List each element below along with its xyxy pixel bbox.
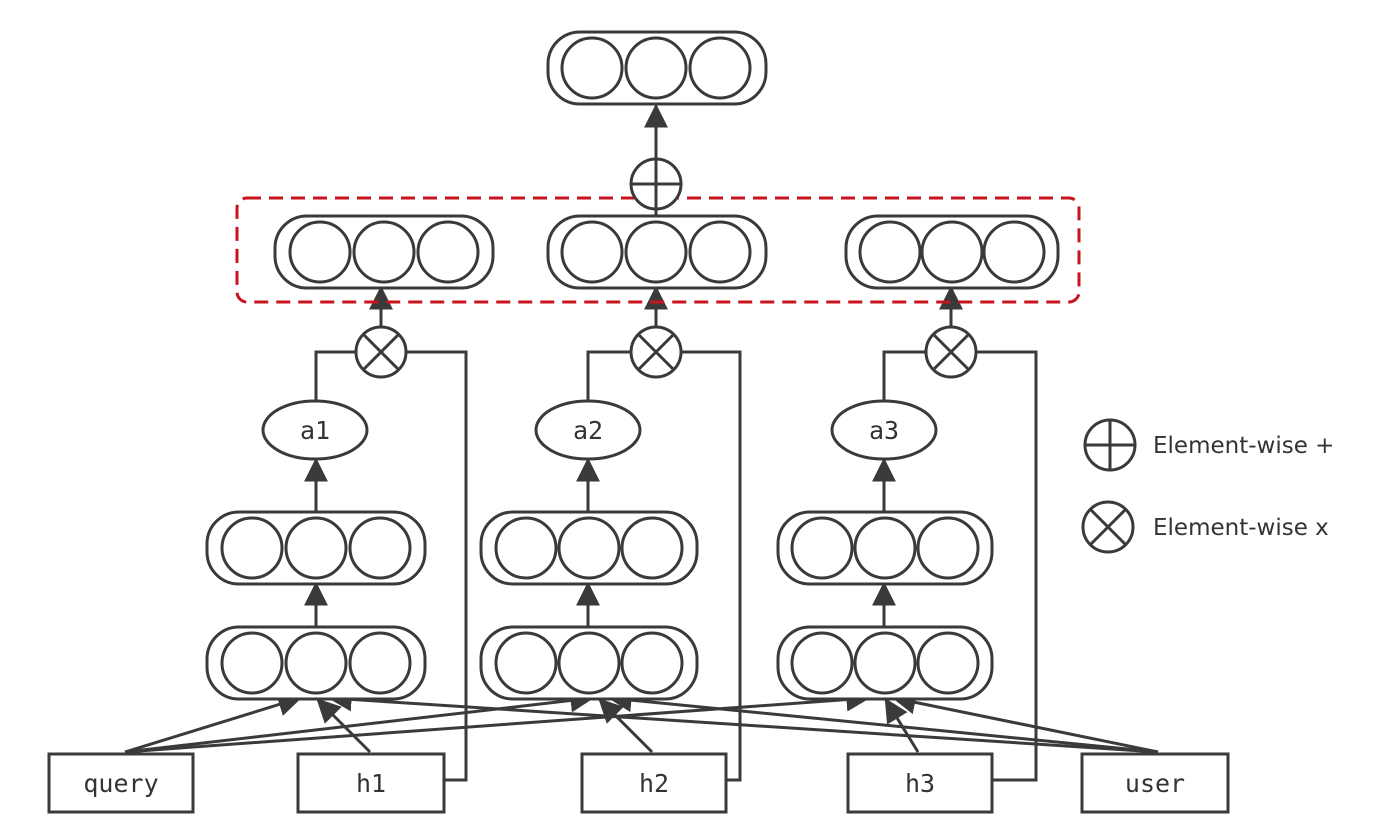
edge-user-to-v2	[607, 688, 1159, 754]
vector-col2-upper	[479, 510, 699, 586]
vector-weighted-2	[546, 214, 768, 290]
column-arrows	[304, 103, 963, 627]
vector-col3-upper	[776, 510, 994, 586]
edge-user-to-v1	[327, 687, 1159, 754]
vector-final-output	[546, 30, 768, 106]
legend-plus-icon	[1083, 418, 1137, 472]
input-label-h1: h1	[356, 769, 386, 798]
element-wise-multiply-node-2	[629, 325, 683, 379]
vector-col3-lower	[776, 625, 994, 701]
edge-h3-to-v3	[884, 697, 920, 753]
edge-a1-to-mul1	[314, 350, 356, 405]
edge-query-to-v1	[124, 692, 303, 754]
edge-a3-to-mul3	[882, 350, 926, 405]
skip-lines	[314, 350, 1038, 782]
input-fan-lines	[124, 687, 1159, 754]
vector-weighted-3	[844, 214, 1060, 290]
attention-node-a1: a1	[261, 399, 369, 461]
edge-query-to-v3	[124, 687, 871, 754]
element-wise-multiply-node-1	[354, 325, 408, 379]
legend-label-plus: Element-wise +	[1153, 433, 1334, 459]
edge-h1-to-v1	[316, 698, 372, 754]
input-label-h3: h3	[905, 769, 935, 798]
weighted-vectors-highlight-box	[235, 196, 1081, 304]
input-label-user: user	[1125, 769, 1185, 798]
vector-col2-lower	[479, 625, 699, 701]
edge-h1-to-mul1	[407, 350, 468, 782]
edge-h2-to-mul2	[682, 350, 742, 782]
input-box-h3: h3	[846, 752, 994, 814]
input-box-user: user	[1080, 752, 1230, 814]
element-wise-sum-node	[629, 157, 683, 211]
vector-col1-upper	[205, 510, 427, 586]
edge-a2-to-mul2	[586, 350, 631, 405]
edge-h3-to-mul3	[977, 350, 1038, 782]
attention-label-a1: a1	[300, 416, 330, 445]
attention-node-a3: a3	[830, 399, 938, 461]
element-wise-multiply-node-3	[924, 325, 978, 379]
edge-h2-to-v2	[598, 698, 654, 754]
attention-label-a2: a2	[573, 416, 603, 445]
attention-node-a2: a2	[534, 399, 642, 461]
input-label-query: query	[83, 769, 158, 798]
input-label-h2: h2	[639, 769, 669, 798]
vector-col1-lower	[205, 625, 427, 701]
attention-label-a3: a3	[869, 416, 899, 445]
input-box-h2: h2	[580, 752, 728, 814]
edge-query-to-v2	[124, 688, 595, 754]
input-box-h1: h1	[296, 752, 446, 814]
legend: Element-wise + Element-wise x	[1081, 418, 1334, 554]
vector-weighted-1	[273, 214, 495, 290]
legend-times-icon	[1081, 500, 1135, 554]
input-box-query: query	[47, 752, 195, 814]
legend-label-times: Element-wise x	[1153, 515, 1329, 541]
edge-user-to-v3	[891, 690, 1159, 754]
